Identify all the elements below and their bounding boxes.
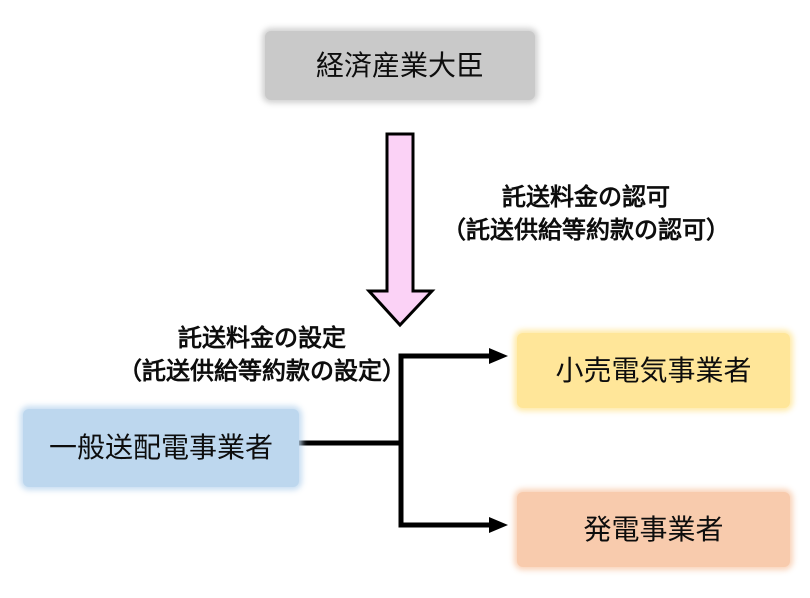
approval-annotation-line2: （託送供給等約款の認可） bbox=[442, 216, 730, 244]
node-minister: 経済産業大臣 bbox=[265, 31, 535, 100]
node-minister-label: 経済産業大臣 bbox=[315, 48, 484, 82]
node-generator: 発電事業者 bbox=[517, 492, 790, 567]
setting-annotation-line1: 託送料金の設定 bbox=[178, 324, 346, 352]
arrowhead-to-generator bbox=[489, 517, 508, 533]
approval-annotation: 託送料金の認可 （託送供給等約款の認可） bbox=[426, 181, 746, 247]
setting-annotation: 託送料金の設定 （託送供給等約款の設定） bbox=[102, 322, 422, 388]
setting-annotation-line2: （託送供給等約款の設定） bbox=[118, 357, 406, 385]
node-distributor-label: 一般送配電事業者 bbox=[48, 431, 273, 464]
approval-annotation-line1: 託送料金の認可 bbox=[502, 183, 670, 211]
node-generator-label: 発電事業者 bbox=[583, 512, 724, 546]
node-retailer: 小売電気事業者 bbox=[517, 333, 790, 408]
arrowhead-to-retailer bbox=[489, 348, 508, 364]
node-distributor: 一般送配電事業者 bbox=[23, 409, 299, 487]
approval-down-arrow bbox=[365, 132, 436, 328]
node-retailer-label: 小売電気事業者 bbox=[555, 353, 752, 387]
